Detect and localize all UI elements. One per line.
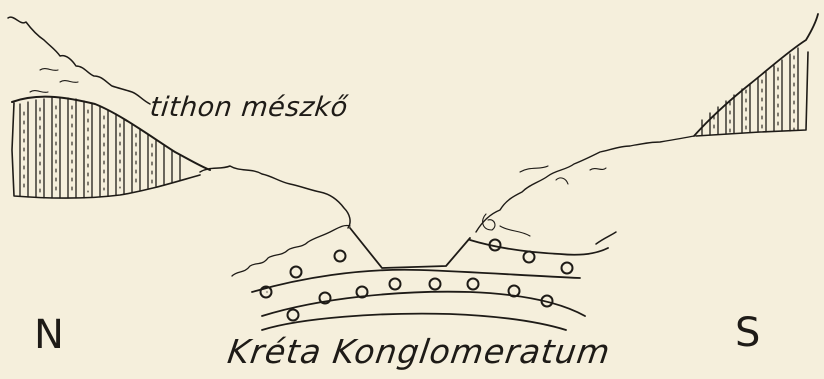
south-slope-scrub [476,136,694,232]
north-upper-scrub-outline [8,17,150,104]
limestone-label: tithon mészkő [148,92,349,123]
south-limestone-outcrop [694,14,818,136]
north-slope-outline [200,166,350,228]
conglomerate-label: Kréta Konglomeratum [225,332,613,371]
conglomerate-pebbles [261,240,573,321]
south-ground-line [596,232,616,244]
south-slope-scrub-detail [483,166,606,236]
north-label: N [34,312,64,358]
north-scrub-detail [30,69,78,93]
south-label: S [735,310,760,356]
